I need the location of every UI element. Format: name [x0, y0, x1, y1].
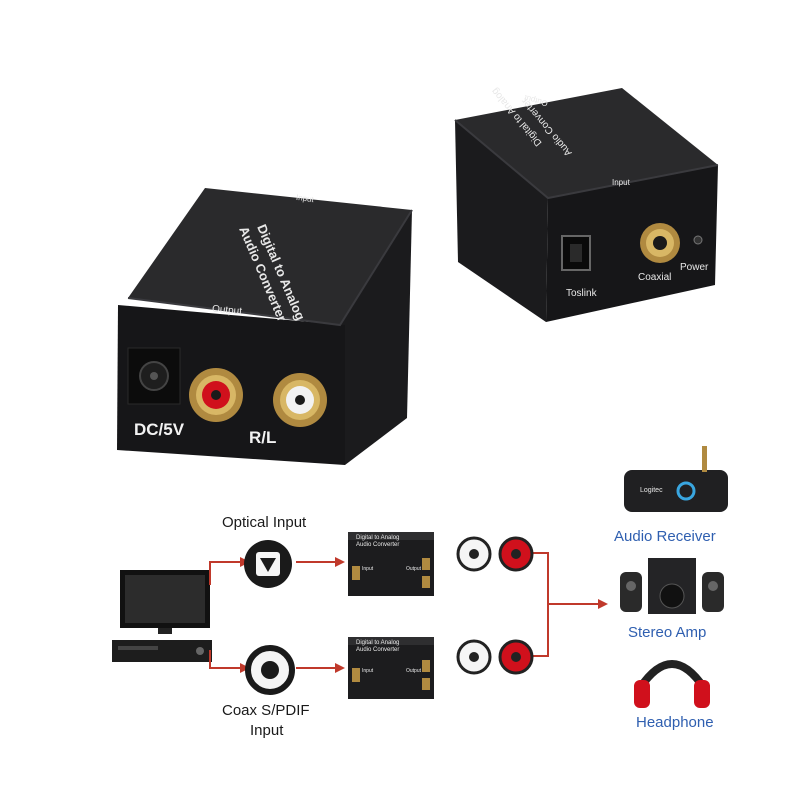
coax-input-label-line2: Input [250, 722, 284, 739]
rl-label: R/L [249, 428, 277, 447]
box1-text-line1: Digital to Analog [356, 535, 400, 541]
converter-front-unit [117, 188, 413, 465]
box2-out-label: Output [406, 668, 422, 674]
box2-in-label: Input [362, 668, 374, 674]
box1-text-line2: Audio Converter [356, 542, 400, 548]
coax-input-label-line1: Coax S/PDIF [222, 702, 310, 719]
box1-in-label: Input [362, 566, 374, 572]
dvd-player-icon [112, 640, 212, 662]
optical-input-label: Optical Input [222, 514, 307, 531]
optical-port-icon [244, 540, 292, 588]
box2-text-line1: Digital to Analog [356, 640, 400, 646]
dc-label: DC/5V [134, 420, 185, 439]
power-label: Power [680, 262, 709, 273]
tv-icon [120, 570, 210, 634]
toslink-label: Toslink [566, 288, 597, 299]
stereo-amp-label: Stereo Amp [628, 624, 707, 641]
converter-box-coax [348, 637, 434, 699]
audio-receiver-label: Audio Receiver [614, 528, 716, 545]
box1-out-label: Output [406, 566, 422, 572]
headphone-label: Headphone [636, 714, 714, 731]
box2-text-line2: Audio Converter [356, 647, 400, 653]
converter-back-unit [454, 88, 719, 322]
rca-output-pair-1 [456, 536, 534, 572]
stereo-amp-icon [620, 558, 724, 614]
converter-box-optical [348, 532, 434, 596]
coax-port-icon [245, 645, 295, 695]
rca-red-jack-icon [189, 368, 243, 422]
receiver-brand: Logitec [640, 487, 663, 494]
power-led-icon [693, 235, 703, 245]
headphone-icon [634, 660, 710, 708]
signal-arrows [209, 552, 598, 669]
coaxial-label: Coaxial [638, 272, 672, 283]
back-unit-input-label: Input [612, 178, 630, 187]
rca-output-pair-2 [456, 639, 534, 675]
rca-white-jack-icon [273, 373, 327, 427]
audio-receiver-icon [624, 446, 728, 512]
coaxial-port-icon [640, 223, 680, 263]
toslink-port-icon [561, 235, 591, 271]
